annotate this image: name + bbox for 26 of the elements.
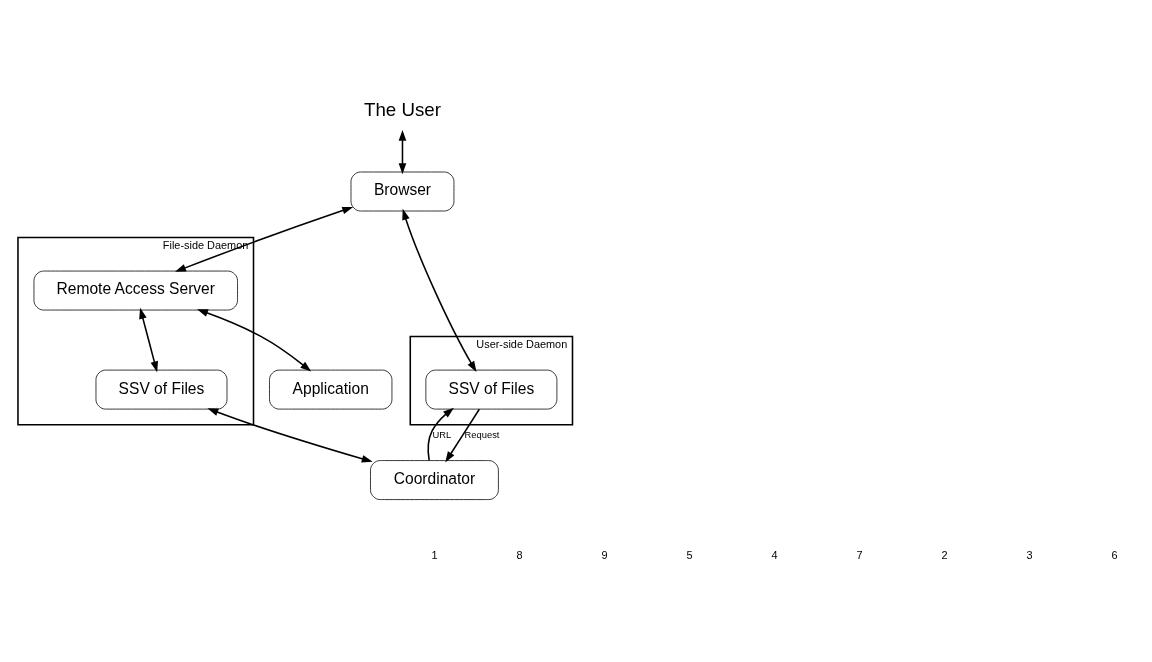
arrow (207, 407, 373, 462)
node-box: Remote Access Server (33, 270, 238, 310)
label: 2 (941, 548, 948, 561)
label: 7 (856, 548, 863, 561)
edge-label: URL (432, 429, 452, 440)
label: 5 (686, 548, 693, 561)
node-box: Browser (350, 171, 455, 211)
arrow (175, 206, 354, 272)
arrow (197, 308, 312, 372)
label: 4 (771, 548, 778, 561)
node-text: The User (364, 98, 441, 120)
label: 6 (1111, 548, 1118, 561)
arrow (139, 307, 159, 372)
label: 3 (1026, 548, 1033, 561)
arrow (445, 407, 481, 462)
node-box: Coordinator (370, 459, 499, 500)
node-box: Application (269, 369, 393, 409)
node-box: SSV of Files (425, 369, 558, 409)
label: 1 (431, 548, 438, 561)
arrow (427, 407, 454, 461)
edge-label: Request (464, 429, 500, 440)
node-box: SSV of Files (95, 369, 228, 409)
arrow (402, 208, 477, 372)
arrow (398, 129, 407, 174)
label: 8 (516, 548, 523, 561)
label: 9 (601, 548, 608, 561)
